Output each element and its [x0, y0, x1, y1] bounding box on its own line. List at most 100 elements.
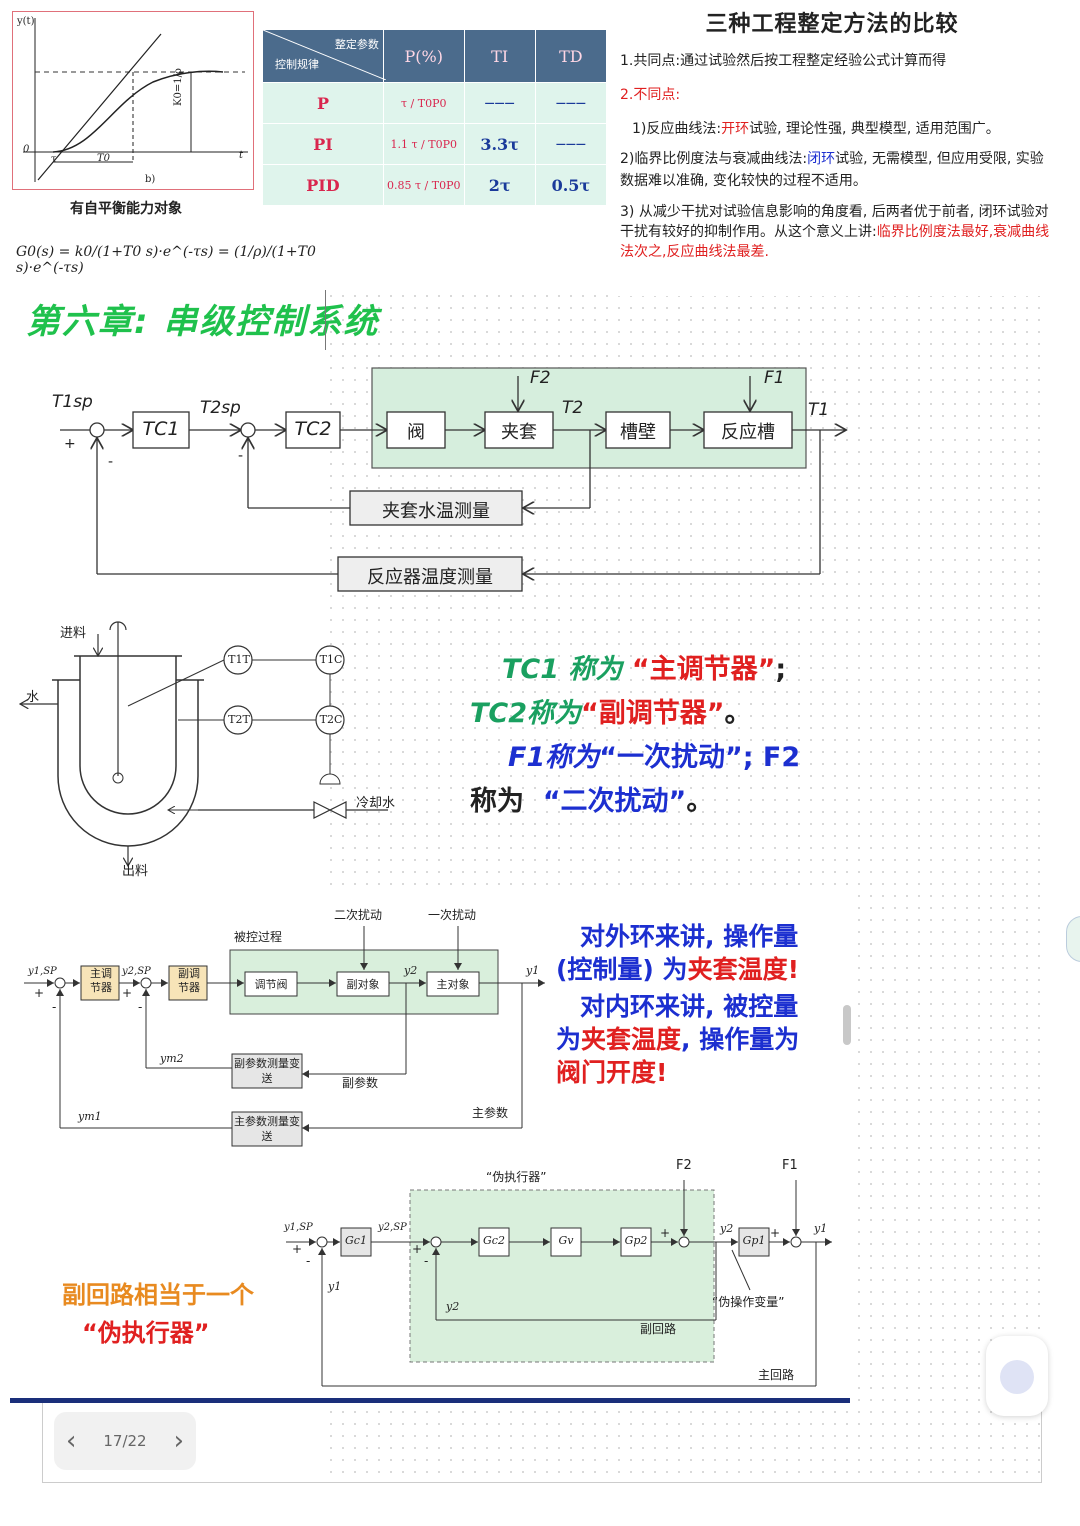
chapter-heading: 第六章: 串级控制系统: [26, 302, 380, 342]
sub-controller: 副调节器: [178, 967, 200, 994]
side-handle[interactable]: [843, 1005, 851, 1045]
sum-minus-2: -: [424, 1254, 429, 1268]
pseudo-actuator-label: “伪执行器”: [486, 1170, 547, 1184]
t1-label: T1: [808, 400, 830, 420]
main-controller: 主调节器: [90, 967, 112, 994]
row-td: ———: [534, 82, 608, 124]
sum-minus-1: -: [306, 1254, 311, 1268]
t1sp-label: T1sp: [52, 392, 93, 412]
f1-label: F1: [782, 1158, 798, 1173]
row-td: ———: [534, 123, 608, 165]
outer-loop-note: 对外环来讲, 操作量 (控制量) 为夹套温度!: [556, 922, 799, 984]
reactor-schematic: [18, 621, 388, 886]
loop-notes: 对外环来讲, 操作量 (控制量) 为夹套温度! 对内环来讲, 被控量为夹套温度,…: [556, 920, 812, 1089]
t0-mark: T0: [97, 153, 111, 164]
f1-label: F1: [764, 368, 785, 388]
ym2-label: ym2: [160, 1052, 184, 1065]
header-ti: TI: [463, 29, 536, 83]
comparison-note: 三种工程整定方法的比较 1.共同点:通过试验然后按工程整定经验公式计算而得 2.…: [608, 0, 1056, 296]
row-td: 0.5τ: [534, 164, 608, 206]
gc1-block: Gc1: [345, 1234, 367, 1247]
edge-float-button[interactable]: [1066, 916, 1080, 962]
tuning-table: 整定参数 控制规律 P(%) TI TD P τ / T0P0 ——— ——— …: [262, 29, 608, 206]
header-law: 控制规律: [275, 58, 319, 71]
gp2-block: Gp2: [624, 1234, 648, 1247]
cooling-water-label: 冷却水: [356, 796, 396, 811]
y1sp-label: y1,SP: [28, 966, 57, 977]
plus-2: +: [122, 986, 133, 1000]
y2-out-label: y2: [720, 1222, 734, 1235]
jacket-block: 夹套: [501, 422, 537, 443]
page-counter: 17/22: [103, 1432, 147, 1450]
t2c-instrument: T2C: [319, 713, 343, 726]
y1-out-label: y1: [814, 1222, 828, 1235]
chevron-right-icon[interactable]: ›: [173, 1426, 184, 1456]
primary-dist-label: 一次扰动: [428, 908, 477, 922]
inner-loop-label: 副回路: [640, 1322, 677, 1336]
y1-feedback-label: y1: [328, 1280, 342, 1293]
plus-1: +: [34, 986, 45, 1000]
reactor-measure-block: 反应器温度测量: [367, 567, 493, 588]
main-param-label: 主参数: [472, 1106, 509, 1120]
row-law: P: [262, 82, 384, 124]
sum1-plus: +: [64, 436, 76, 452]
k0-expr: K0=1/ρ: [173, 68, 184, 106]
outer-loop-label: 主回路: [758, 1368, 795, 1382]
header-param: 整定参数: [334, 38, 379, 51]
process-label: 被控过程: [234, 930, 283, 944]
tc2-block: TC2: [294, 418, 332, 440]
t-axis-label: t: [239, 150, 244, 161]
f2-label: F2: [676, 1158, 692, 1173]
water-out-label: 水: [26, 690, 40, 705]
inner-loop-note: 对内环来讲, 被控量为夹套温度, 操作量为阀门开度!: [556, 992, 800, 1087]
sub-param-label: 副参数: [342, 1076, 379, 1090]
gv-block: Gv: [558, 1234, 574, 1247]
header-p: P(%): [382, 29, 465, 83]
plot-caption: 有自平衡能力对象: [70, 201, 182, 217]
ym1-label: ym1: [78, 1110, 102, 1123]
y2-label: y2: [404, 964, 418, 977]
role-notes: TC1 称为 “主调节器”; TC2称为“副调节器”。 F1称为“一次扰动”; …: [470, 654, 801, 817]
minus-1: -: [52, 1000, 57, 1014]
t2sp-label: T2sp: [200, 398, 241, 418]
row-ti: 3.3τ: [463, 123, 536, 165]
cascade-diagram: [60, 367, 860, 592]
secondary-dist-label: 二次扰动: [334, 908, 383, 922]
sum1-minus: -: [108, 454, 114, 470]
t2-label: T2: [562, 398, 584, 418]
table-corner-cell: 整定参数 控制规律: [262, 29, 386, 83]
header-td: TD: [534, 29, 608, 83]
valve-block: 阀: [407, 422, 425, 443]
sum-plus-2: +: [412, 1242, 423, 1256]
diff-1: 1)反应曲线法:开环试验, 理论性强, 典型模型, 适用范围广。: [632, 121, 1000, 137]
row-law: PID: [262, 164, 384, 206]
pen-tool-button[interactable]: [986, 1336, 1048, 1416]
y1sp-label: y1,SP: [284, 1222, 313, 1233]
minus-2: -: [138, 1000, 143, 1014]
transfer-function: G0(s) = k0/(1+T0 s)·e^(-τs) = (1/ρ)/(1+T…: [16, 244, 316, 276]
row-p: τ / T0P0: [382, 82, 465, 124]
comparison-title: 三种工程整定方法的比较: [705, 12, 959, 37]
pseudo-note: 副回路相当于一个 “伪执行器”: [62, 1276, 254, 1352]
sum-plus-3: +: [660, 1226, 671, 1240]
row-law: PI: [262, 123, 384, 165]
chevron-left-icon[interactable]: ‹: [66, 1426, 77, 1456]
diff-2: 2)临界比例度法与衰减曲线法:闭环试验, 无需模型, 但应用受限, 实验数据难以…: [620, 151, 1044, 189]
y1-label: y1: [526, 964, 540, 977]
wall-block: 槽壁: [620, 422, 656, 443]
t1t-instrument: T1T: [228, 653, 250, 666]
sum-plus-4: +: [770, 1226, 781, 1240]
response-plot: y(t) 0 t τ T0 K0=1/ρ b): [12, 11, 254, 190]
y-axis-label: y(t): [17, 16, 35, 27]
outflow-label: 出料: [122, 864, 149, 879]
y2sp-label: y2,SP: [378, 1222, 407, 1233]
sub-transmitter: 副参数测量变送: [234, 1057, 300, 1085]
t1c-instrument: T1C: [319, 653, 343, 666]
reactor-block: 反应槽: [721, 422, 775, 443]
tau-mark: τ: [51, 154, 57, 165]
pen-icon: [1000, 1360, 1034, 1394]
sum-plus-1: +: [292, 1242, 303, 1256]
diff-3: 3) 从减少干扰对试验信息影响的角度看, 后两者优于前者, 闭环试验对干扰有较好…: [620, 204, 1050, 260]
pseudo-note-line2: “伪执行器”: [82, 1319, 210, 1347]
row-ti: ———: [463, 82, 536, 124]
